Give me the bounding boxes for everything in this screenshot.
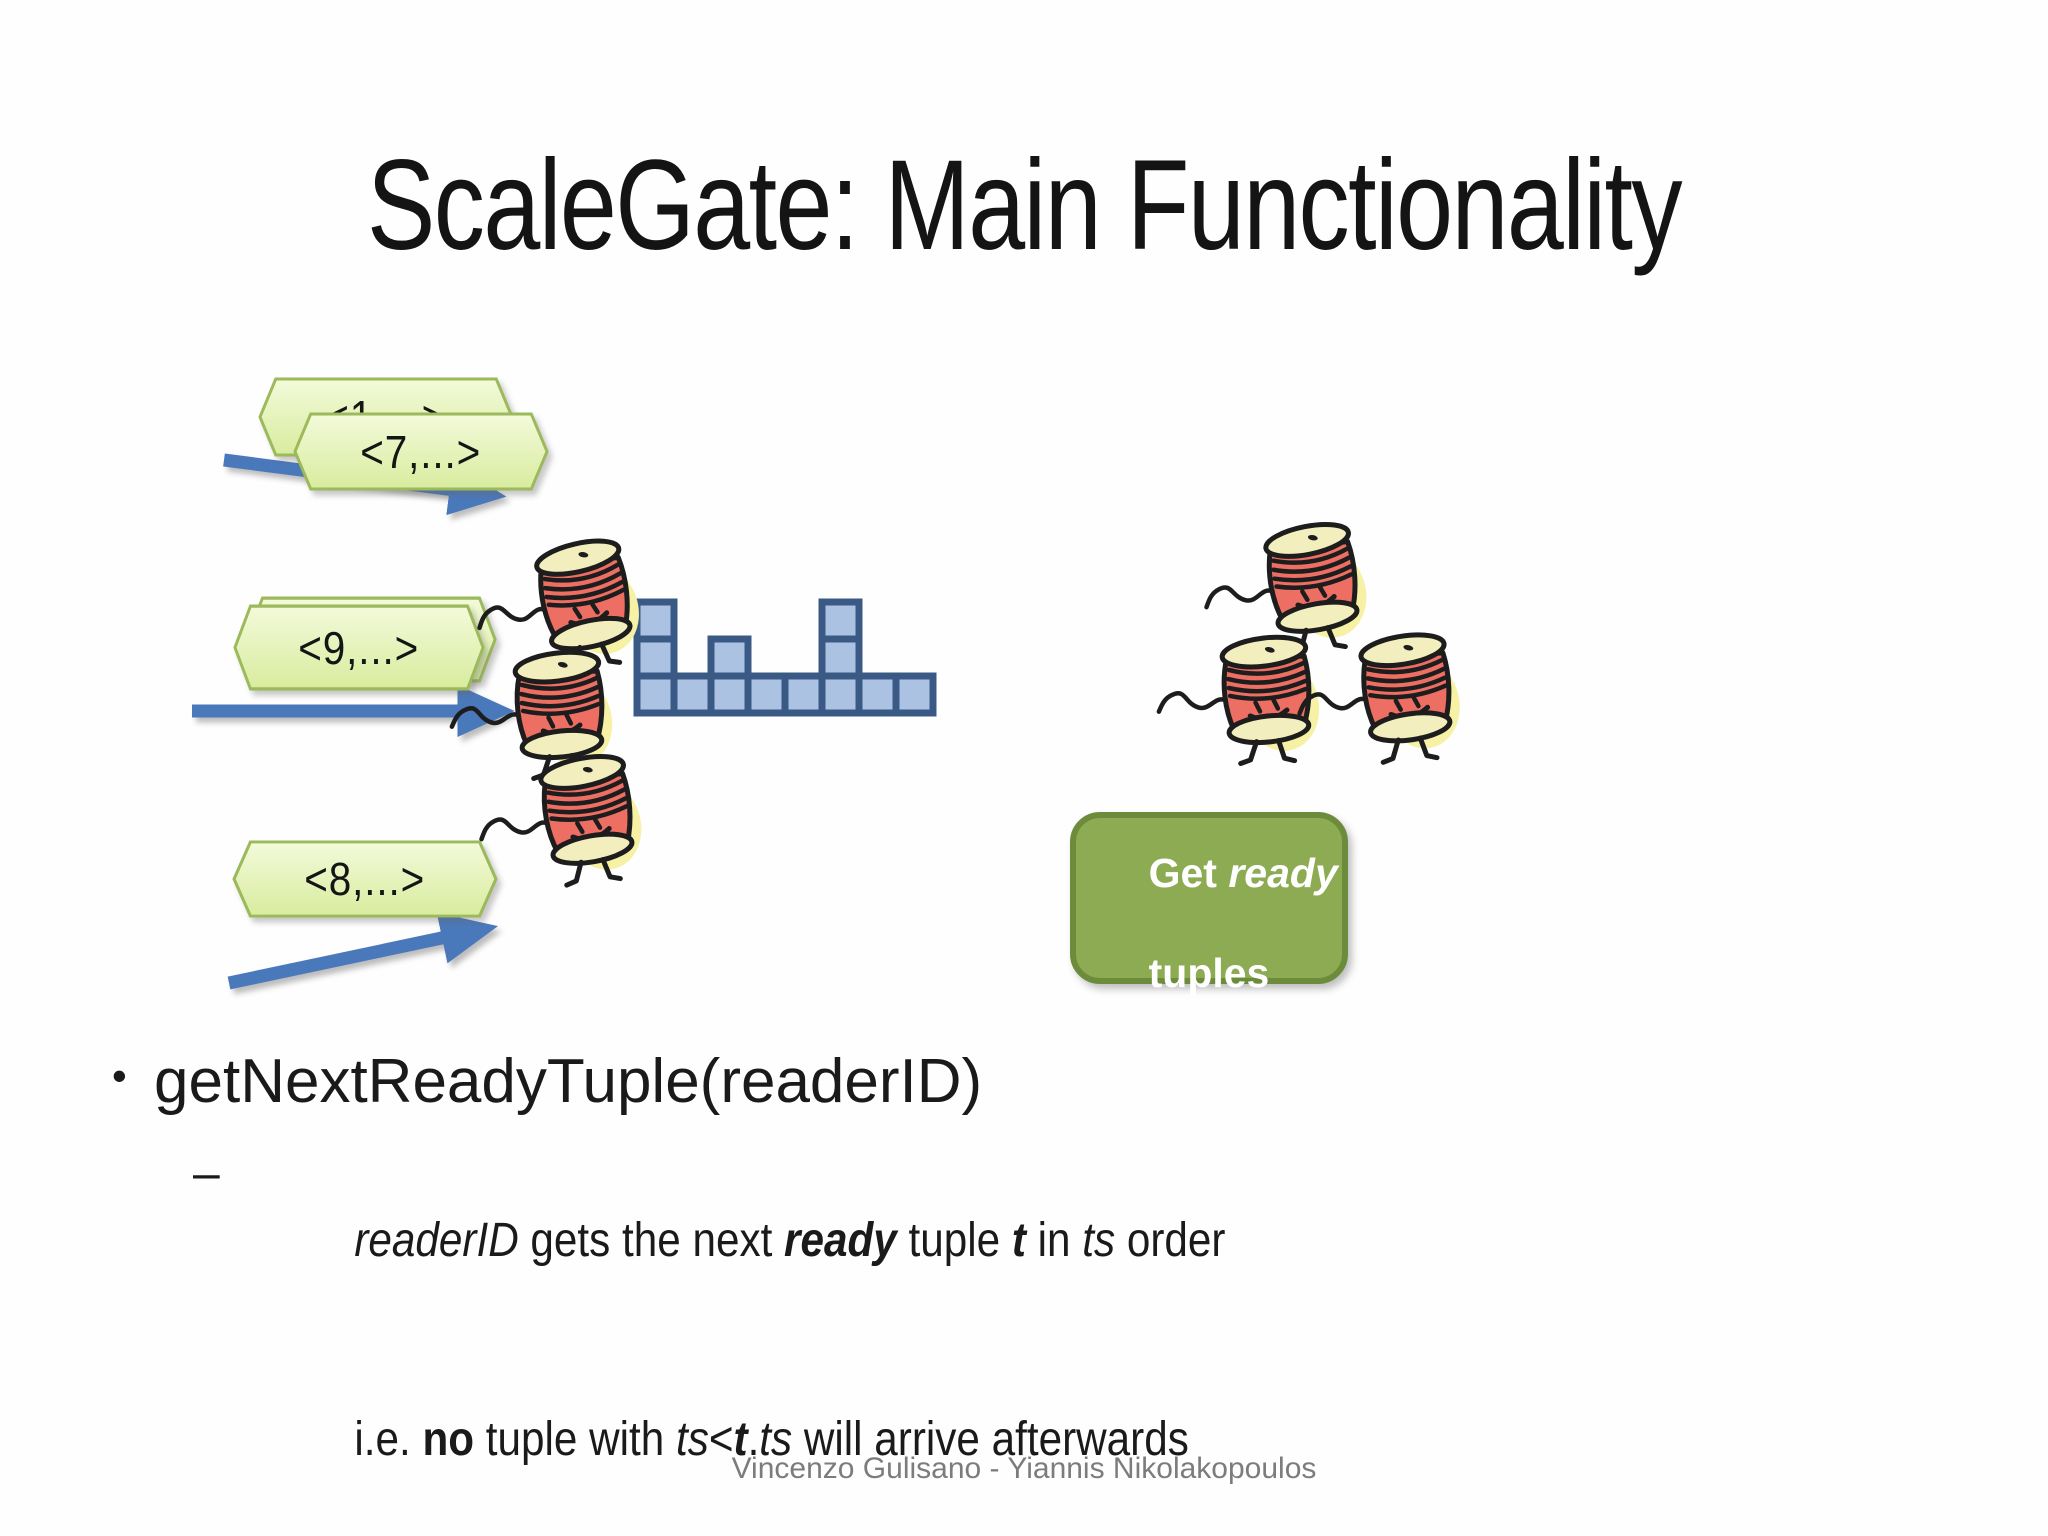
tuple-shape-7: <7,...> bbox=[293, 412, 549, 491]
thread-spool-character bbox=[1155, 632, 1329, 767]
buffer-block-cell bbox=[633, 598, 678, 643]
buffer-block-cell bbox=[781, 672, 826, 717]
buffer-block-cell bbox=[707, 672, 752, 717]
bullet-glyph: • bbox=[112, 1052, 127, 1099]
tuple-shape-9: <9,...> bbox=[233, 604, 485, 691]
buffer-block-cell bbox=[633, 635, 678, 680]
callout-text-ready: ready bbox=[1228, 849, 1338, 896]
thread-spool-character bbox=[1293, 628, 1471, 769]
sub1-text: readerID gets the next ready tuple t in … bbox=[354, 1213, 1226, 1466]
buffer-block-cell bbox=[818, 672, 863, 717]
buffer-block-cell bbox=[818, 635, 863, 680]
tuple-shape-8: <8,...> bbox=[232, 840, 498, 918]
bullet-item-sub1: – readerID gets the next ready tuple t i… bbox=[193, 1142, 1952, 1536]
bullet-item-main: • getNextReadyTuple(readerID) bbox=[112, 1044, 1952, 1120]
scalegate-buffer-blocks bbox=[633, 598, 937, 717]
buffer-block-cell bbox=[670, 672, 715, 717]
page-title: ScaleGate: Main Functionality bbox=[367, 134, 1682, 277]
thread-spool-character bbox=[473, 748, 655, 894]
get-ready-tuples-callout: Get ready tuples bbox=[1070, 812, 1348, 996]
callout-text-tuples: tuples bbox=[1148, 950, 1270, 997]
buffer-block-cell bbox=[818, 598, 863, 643]
bullet-main-text: getNextReadyTuple(readerID) bbox=[154, 1047, 983, 1116]
buffer-block-cell bbox=[744, 672, 789, 717]
buffer-block-cell bbox=[707, 635, 752, 680]
buffer-block-cell bbox=[892, 672, 937, 717]
tuple-label: <9,...> bbox=[298, 621, 420, 674]
stream-arrow-icon bbox=[227, 912, 498, 990]
tuple-label: <8,...> bbox=[304, 853, 426, 905]
bullet-list: • getNextReadyTuple(readerID) – readerID… bbox=[112, 1044, 1952, 1536]
thread-spool-character bbox=[1198, 516, 1380, 662]
buffer-block-cell bbox=[633, 672, 678, 717]
buffer-block-cell bbox=[855, 672, 900, 717]
tuple-label: <7,...> bbox=[360, 425, 482, 478]
dash-glyph: – bbox=[193, 1146, 220, 1200]
slide-footer: Vincenzo Gulisano - Yiannis Nikolakopoul… bbox=[731, 1452, 1317, 1485]
callout-text: Get bbox=[1148, 849, 1229, 896]
